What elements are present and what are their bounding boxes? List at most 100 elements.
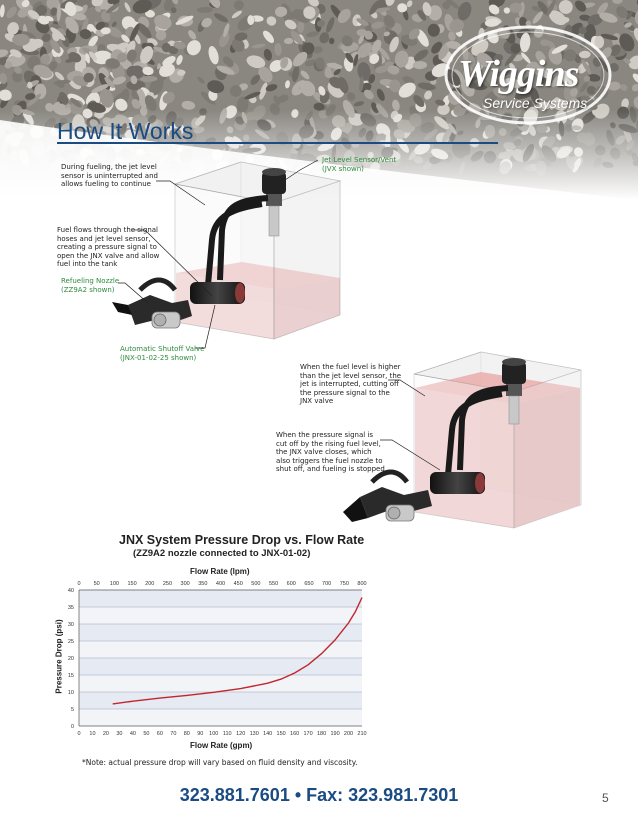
- x-tick-label: 170: [304, 731, 313, 737]
- plot-band: [79, 675, 362, 692]
- logo-oval-icon: [444, 25, 612, 125]
- x-tick-label: 180: [317, 731, 326, 737]
- callout-fueling-line1: During fueling, the jet level: [61, 163, 157, 171]
- x2-tick-label: 350: [198, 581, 207, 587]
- shutoff-valve-2-icon: [430, 472, 485, 494]
- plot-band: [79, 709, 362, 726]
- y-tick-label: 35: [68, 605, 74, 611]
- callout-flow-line1: Fuel flows through the signal: [57, 226, 158, 234]
- title-divider: [57, 142, 498, 144]
- callout-nozzle-line2: (ZZ9A2 shown): [61, 285, 115, 294]
- callout-fueling-line2: sensor is uninterrupted and: [61, 171, 158, 180]
- x2-tick-label: 0: [77, 581, 80, 587]
- x-tick-label: 210: [357, 731, 366, 737]
- jet-level-sensor-2-icon: [502, 362, 526, 384]
- callout-flow-line4: open the JNX valve and allow: [57, 251, 160, 260]
- x2-tick-label: 700: [322, 581, 331, 587]
- plot-band: [79, 607, 362, 624]
- y-tick-label: 20: [68, 656, 74, 662]
- x-tick-label: 70: [170, 731, 176, 737]
- x2-tick-label: 500: [251, 581, 260, 587]
- y-tick-label: 30: [68, 622, 74, 628]
- y-tick-label: 5: [71, 707, 74, 713]
- x-tick-label: 80: [184, 731, 190, 737]
- x2-tick-label: 650: [304, 581, 313, 587]
- x2-tick-label: 300: [181, 581, 190, 587]
- tank-fueling: [112, 161, 342, 340]
- x-tick-label: 40: [130, 731, 136, 737]
- plot-band: [79, 692, 362, 709]
- callout-cutoff-line4: also triggers the fuel nozzle to: [276, 456, 383, 465]
- callout-flow-line5: fuel into the tank: [57, 260, 118, 269]
- x-tick-label: 30: [116, 731, 122, 737]
- x-axis-title: Flow Rate (gpm): [190, 741, 253, 750]
- x-tick-label: 90: [197, 731, 203, 737]
- refueling-nozzle-2-icon: [343, 469, 432, 522]
- callout-valve: Automatic Shutoff Valve (JNX-01-02-25 sh…: [120, 345, 204, 362]
- gravel-header-background: [0, 0, 638, 200]
- x-tick-label: 20: [103, 731, 109, 737]
- x2-tick-label: 400: [216, 581, 225, 587]
- callout-cutoff-line2: cut off by the rising fuel level,: [276, 439, 381, 448]
- contact-phone-fax: 323.881.7601 • Fax: 323.981.7301: [179, 785, 459, 805]
- x-tick-label: 130: [250, 731, 259, 737]
- x2-tick-label: 200: [145, 581, 154, 587]
- callout-cutoff: When the pressure signal is cut off by t…: [276, 431, 385, 474]
- callout-jet-sensor-line2: (JVX shown): [322, 164, 364, 173]
- x-tick-label: 100: [209, 731, 218, 737]
- chart-subtitle: (ZZ9A2 nozzle connected to JNX-01-02): [133, 548, 311, 559]
- x2-axis-title: Flow Rate (lpm): [190, 567, 250, 576]
- x-tick-label: 50: [143, 731, 149, 737]
- callout-higher-line2: than the jet level sensor, the: [300, 371, 402, 380]
- chart-title: JNX System Pressure Drop vs. Flow Rate: [119, 533, 365, 547]
- brand-name: Wiggins: [458, 53, 579, 95]
- callout-flow-line3: creating a pressure signal to: [57, 243, 157, 252]
- plot-band: [79, 590, 362, 607]
- callout-higher-line4: the pressure signal to the: [300, 388, 390, 397]
- refueling-nozzle-icon: [112, 277, 192, 329]
- tank-shutoff: [343, 351, 582, 529]
- callout-cutoff-line5: shut off, and fueling is stopped: [276, 465, 385, 474]
- tank-diagrams: [112, 159, 582, 529]
- callout-nozzle: Refueling Nozzle (ZZ9A2 shown): [61, 277, 119, 294]
- x2-tick-label: 250: [163, 581, 172, 587]
- footnote: *Note: actual pressure drop will vary ba…: [82, 758, 358, 767]
- x-tick-label: 190: [330, 731, 339, 737]
- pressure-drop-line: [112, 597, 363, 705]
- x-tick-label: 120: [236, 731, 245, 737]
- callout-flow: Fuel flows through the signal hoses and …: [57, 226, 159, 269]
- y-tick-label: 0: [71, 724, 74, 730]
- plot-band: [79, 658, 362, 675]
- x-tick-label: 10: [89, 731, 95, 737]
- callout-valve-line2: (JNX-01-02-25 shown): [120, 353, 197, 362]
- callout-higher: When the fuel level is higher than the j…: [300, 363, 401, 406]
- x-tick-label: 110: [223, 731, 232, 737]
- x-tick-label: 150: [277, 731, 286, 737]
- callout-jet-sensor-line1: Jet Level Sensor/Vent: [322, 156, 397, 164]
- x2-tick-label: 600: [287, 581, 296, 587]
- callout-jet-sensor: Jet Level Sensor/Vent (JVX shown): [322, 156, 396, 173]
- x2-tick-label: 550: [269, 581, 278, 587]
- callout-higher-line1: When the fuel level is higher: [300, 363, 401, 371]
- x-tick-label: 140: [263, 731, 272, 737]
- page-number: 5: [602, 791, 609, 805]
- callout-higher-line3: jet is interrupted, cutting off: [300, 380, 399, 389]
- x2-tick-label: 150: [127, 581, 136, 587]
- page-title: How It Works: [57, 118, 194, 144]
- callout-fueling-line3: allows fueling to continue: [61, 180, 151, 189]
- x2-tick-label: 450: [234, 581, 243, 587]
- x2-tick-label: 750: [340, 581, 349, 587]
- callout-flow-line2: hoses and jet level sensor,: [57, 234, 151, 243]
- callout-higher-line5: JNX valve: [300, 397, 334, 406]
- jet-level-sensor-icon: [262, 172, 286, 194]
- callout-cutoff-line3: the JNX valve closes, which: [276, 448, 372, 457]
- x2-tick-label: 800: [357, 581, 366, 587]
- callout-nozzle-line1: Refueling Nozzle: [61, 277, 120, 285]
- x-tick-label: 200: [344, 731, 353, 737]
- y-tick-label: 10: [68, 690, 74, 696]
- callout-cutoff-line1: When the pressure signal is: [276, 431, 374, 439]
- y-tick-label: 40: [68, 588, 74, 594]
- callout-valve-line1: Automatic Shutoff Valve: [120, 345, 205, 353]
- plot-band: [79, 641, 362, 658]
